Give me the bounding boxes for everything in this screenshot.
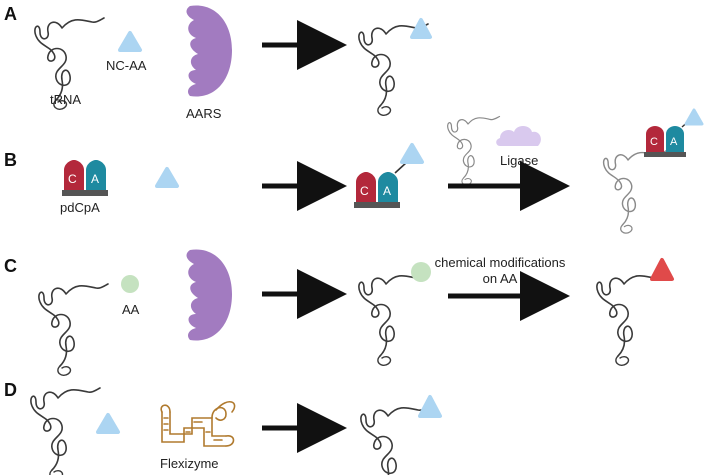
nc-aa-label: NC-AA (106, 58, 147, 73)
panel-letter-b: B (4, 150, 17, 170)
pdcpa-ligated-base (644, 152, 686, 157)
nc-aa-triangle-a (118, 31, 142, 52)
pdcpa-substrate: C A (62, 160, 108, 196)
pdcpa-ligated: C A (644, 108, 704, 157)
pdcpa-charged-base (354, 202, 400, 208)
aa-label: AA (122, 302, 140, 317)
block-a (86, 160, 106, 190)
trna-modified-c (596, 273, 667, 367)
block-c (64, 160, 84, 190)
panel-letter-a: A (4, 4, 17, 24)
modified-aa-triangle (650, 258, 674, 281)
block-a-ligated (666, 126, 684, 152)
nc-aa-triangle-b (155, 167, 179, 188)
block-a-charged-label: A (383, 184, 391, 198)
block-c-ligated (646, 126, 664, 152)
block-a-label: A (91, 172, 99, 186)
aars-enzyme-c (186, 249, 232, 341)
trna-ligated-shape (602, 150, 667, 234)
ligase-cloud (496, 126, 541, 146)
trna-ligated (602, 150, 667, 234)
nc-aa-triangle-d-attached (418, 395, 442, 418)
aa-circle-c-attached (411, 262, 431, 282)
aa-circle-c (121, 275, 139, 293)
pdcpa-base (62, 190, 108, 196)
trna-ligase-input (447, 115, 501, 186)
modification-label-line1: chemical modifications (435, 255, 566, 270)
pdcpa-charged: C A (354, 143, 424, 208)
trna-d (30, 387, 101, 475)
nc-aa-triangle-d (96, 413, 120, 434)
block-c-charged-label: C (360, 184, 369, 198)
aars-label: AARS (186, 106, 222, 121)
trna-ligase-input-shape (447, 115, 501, 186)
block-a-ligated-label: A (670, 136, 678, 148)
aars-enzyme-a (186, 5, 232, 97)
panel-letter-d: D (4, 380, 17, 400)
block-c-label: C (68, 172, 77, 186)
panel-letter-c: C (4, 256, 17, 276)
block-c-ligated-label: C (650, 136, 658, 148)
trna-c (38, 283, 109, 377)
trna-modified-c-shape (596, 273, 667, 367)
trna-charged-c (358, 273, 429, 367)
trna-label: tRNA (50, 92, 81, 107)
ligase-label: Ligase (500, 153, 538, 168)
trna-charged-c-shape (358, 273, 429, 367)
modification-label-line2: on AA (483, 271, 518, 286)
nc-aa-triangle-b-attached (400, 143, 424, 164)
block-a-charged (378, 172, 398, 202)
block-c-charged (356, 172, 376, 202)
pdcpa-label: pdCpA (60, 200, 100, 215)
flexizyme-ribozyme (160, 401, 236, 447)
nc-aa-triangle-a-attached (410, 18, 432, 39)
trna-d-shape (30, 387, 101, 475)
nc-aa-triangle-b-ligated (684, 108, 704, 126)
flexizyme-label: Flexizyme (160, 456, 219, 471)
trna-c-shape (38, 283, 109, 377)
